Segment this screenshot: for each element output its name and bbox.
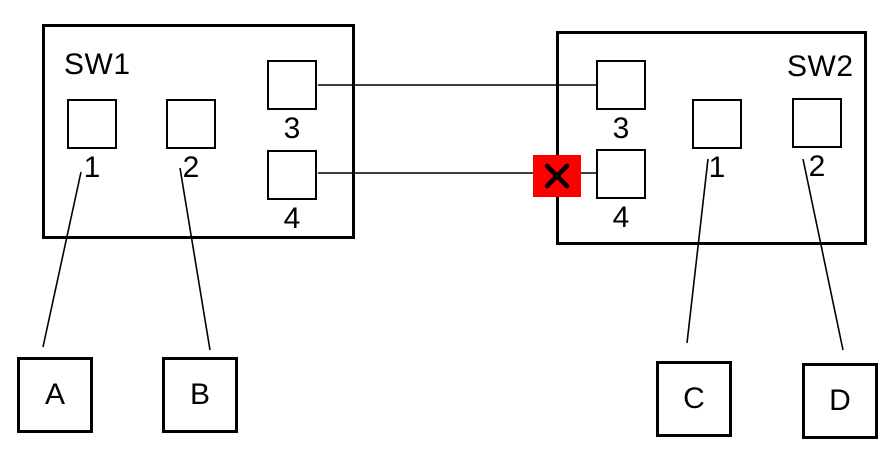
host-c: C xyxy=(656,361,732,437)
port-square xyxy=(792,98,842,148)
link-sw2p2-hostD xyxy=(802,158,844,351)
port-square xyxy=(596,60,646,110)
host-label: A xyxy=(44,378,65,411)
x-mark-icon xyxy=(544,163,570,189)
sw1-port-4: 4 xyxy=(267,150,317,234)
host-d: D xyxy=(802,363,878,439)
switch-sw1-name: SW1 xyxy=(64,48,131,81)
port-label: 4 xyxy=(612,201,630,234)
port-square xyxy=(166,99,216,149)
host-b: B xyxy=(162,357,238,433)
port-label: 2 xyxy=(182,151,200,184)
port-square xyxy=(67,99,117,149)
link-sw1p2-hostB xyxy=(179,167,211,351)
sw2-port-1: 1 xyxy=(692,99,742,183)
port-label: 1 xyxy=(708,151,726,184)
port-square xyxy=(267,60,317,110)
link-sw2p1-hostC xyxy=(686,158,709,344)
link-failure-marker xyxy=(533,155,581,197)
port-label: 1 xyxy=(83,151,101,184)
port-label: 3 xyxy=(283,112,301,145)
sw2-port-2: 2 xyxy=(792,98,842,182)
sw2-port-3: 3 xyxy=(596,60,646,144)
host-label: B xyxy=(189,378,210,411)
port-square xyxy=(692,99,742,149)
sw1-port-2: 2 xyxy=(166,99,216,183)
switch-sw1 xyxy=(42,24,355,239)
sw2-port-4: 4 xyxy=(596,149,646,233)
switch-sw2-name: SW2 xyxy=(787,50,854,83)
sw1-port-3: 3 xyxy=(267,60,317,144)
port-square xyxy=(596,149,646,199)
sw1-port-1: 1 xyxy=(67,99,117,183)
port-square xyxy=(267,150,317,200)
link-sw1p1-hostA xyxy=(42,171,82,348)
port-label: 2 xyxy=(808,150,826,183)
switch-sw2 xyxy=(556,31,867,245)
host-label: D xyxy=(829,384,851,417)
port-label: 4 xyxy=(283,202,301,235)
port-label: 3 xyxy=(612,112,630,145)
host-label: C xyxy=(683,382,705,415)
host-a: A xyxy=(17,357,93,433)
